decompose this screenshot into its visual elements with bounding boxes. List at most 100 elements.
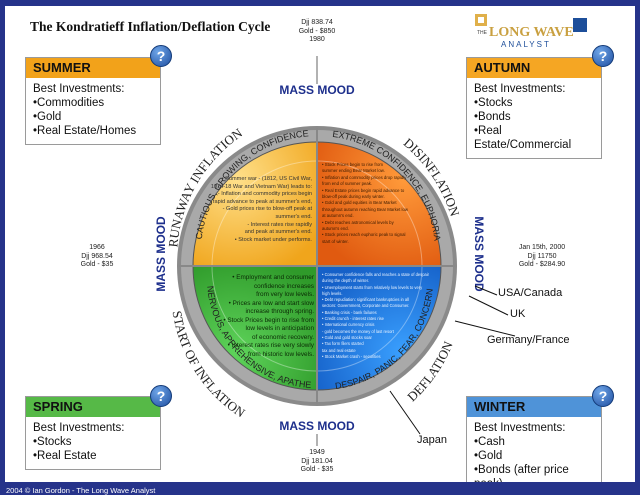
mass-mood-left: MASS MOOD xyxy=(154,216,168,292)
winter-note: • Stock Market crash - securities xyxy=(322,353,381,359)
summer-quadrant xyxy=(193,142,317,266)
summer-title: SUMMER xyxy=(26,58,160,78)
spring-note: • Employment and consumer xyxy=(232,274,314,281)
winter-note: • Gold and gold stocks soar xyxy=(322,334,372,340)
top-marker: Djj 838.74 Gold - $850 1980 xyxy=(287,19,347,45)
summer-item: Real Estate/Homes xyxy=(33,124,153,138)
summer-note: and peak at summer's end. xyxy=(244,229,312,236)
spring-quadrant-text: • Employment and consumer confidence inc… xyxy=(204,274,314,359)
winter-title: WINTER xyxy=(467,397,601,417)
country-japan: Japan xyxy=(417,434,447,446)
winter-note: during the depth of winter. xyxy=(322,278,370,284)
right-marker-line: Jan 15th, 2000 xyxy=(518,244,566,251)
spring-note: low levels in anticipation xyxy=(245,325,314,332)
spring-box: SPRING Best Investments: Stocks Real Est… xyxy=(25,396,161,470)
page-title: The Kondratieff Inflation/Deflation Cycl… xyxy=(30,19,271,34)
logo-analyst: ANALYST xyxy=(501,40,551,49)
spring-item: Real Estate xyxy=(33,449,153,463)
winter-note: • Banking crisis - bank failures xyxy=(322,309,377,315)
winter-note: sectors: Government, Corporate and Consu… xyxy=(322,303,410,309)
left-marker-line: 1966 xyxy=(89,244,105,251)
winter-box: WINTER Best Investments: Cash Gold Bonds… xyxy=(466,396,602,482)
country-uk: UK xyxy=(510,308,526,320)
summer-quadrant-text: • Summer war - (1812, US Civil War, 1914… xyxy=(210,176,312,244)
summer-heading: Best Investments: xyxy=(33,83,125,95)
top-marker-line: Gold - $850 xyxy=(298,27,336,35)
autumn-note: • Debt reaches astronomical levels by xyxy=(322,219,394,225)
mass-mood-top: MASS MOOD xyxy=(279,83,355,97)
summer-note: rapid advance to peak at summer's end, xyxy=(212,198,312,205)
autumn-note: throughout autumn reaching Bear Market l… xyxy=(322,206,408,212)
summer-box: SUMMER Best Investments: Commodities Gol… xyxy=(25,57,161,145)
left-marker: 1966 Djj 968.54 Gold - $35 xyxy=(67,244,127,270)
diagram-canvas: The Kondratieff Inflation/Deflation Cycl… xyxy=(5,6,635,482)
winter-note: • Unemployment starts from relatively lo… xyxy=(322,284,423,290)
autumn-item: Bonds xyxy=(474,110,594,124)
winter-quadrant-text: • Consumer confidence falls and reaches … xyxy=(322,272,434,360)
spring-note: increase through spring. xyxy=(245,308,314,315)
right-marker: Jan 15th, 2000 Djj 11750 Gold - $284.90 xyxy=(507,244,577,270)
autumn-note: • Real Estate prices begin rapid advance… xyxy=(322,187,405,193)
autumn-box: AUTUMN Best Investments: Stocks Bonds Re… xyxy=(466,57,602,159)
summer-note: - Interest rates rise rapidly xyxy=(247,221,312,228)
summer-item: Commodities xyxy=(33,96,153,110)
winter-note: • Credit crunch - interest rates rise xyxy=(322,316,384,322)
autumn-quadrant-text: • Stock Prices begin to rise from summer… xyxy=(322,162,432,245)
spring-title: SPRING xyxy=(26,397,160,417)
spring-note: confidence increases xyxy=(253,282,314,290)
mass-mood-right: MASS MOOD xyxy=(472,216,486,292)
spring-item: Stocks xyxy=(33,435,153,449)
winter-item: Cash xyxy=(474,435,594,449)
right-marker-line: Gold - $284.90 xyxy=(518,261,566,268)
winter-item: Gold xyxy=(474,449,594,463)
cycle-diagram: RUNAWAY INFLATION DISINFLATION START OF … xyxy=(5,6,516,446)
summer-note: 1914-18 War and Vietnam War) leads to: xyxy=(210,183,312,190)
top-marker-line: Djj 838.74 xyxy=(301,19,333,26)
spring-note: • Prices are low and start slow xyxy=(228,299,314,307)
summer-item: Gold xyxy=(33,110,153,124)
autumn-title: AUTUMN xyxy=(467,58,601,78)
winter-item: Bonds (after price peak) xyxy=(474,463,594,482)
bottom-marker-line: Gold - $35 xyxy=(300,466,334,473)
spring-note: • Interest rates rise very slowly xyxy=(227,342,314,349)
autumn-note: • Stock prices reach euphoric peak to si… xyxy=(322,232,406,238)
autumn-note: • Gold and gold equities in Bear Market xyxy=(322,200,397,206)
summer-note: - Gold prices rise to blow-off peak at xyxy=(222,206,312,213)
top-marker-line: 1980 xyxy=(309,36,325,43)
summer-help-icon[interactable]: ? xyxy=(150,45,172,67)
autumn-note: from end of summer peak. xyxy=(322,181,373,187)
spring-note: of economic recovery. xyxy=(251,333,314,341)
autumn-note: summer ending Bear Market low. xyxy=(322,168,385,174)
winter-note: high levels. xyxy=(322,290,343,296)
bottom-marker: 1949 Djj 181.04 Gold - $35 xyxy=(287,449,347,475)
country-germany-france: Germany/France xyxy=(487,334,570,346)
spring-heading: Best Investments: xyxy=(33,422,125,434)
autumn-heading: Best Investments: xyxy=(474,83,566,95)
long-wave-analyst-logo: THE LONG WAVE ANALYST xyxy=(475,14,587,49)
winter-note: - gold becomes the money of last resort xyxy=(322,328,394,334)
logo-long-wave: LONG WAVE xyxy=(489,25,574,40)
autumn-help-icon[interactable]: ? xyxy=(592,45,614,67)
autumn-note: • Stock Prices begin to rise from xyxy=(322,162,383,167)
autumn-note: blow-off peak during early winter. xyxy=(322,194,385,200)
summer-note: • Stock market under performs. xyxy=(234,236,312,243)
autumn-quadrant xyxy=(317,142,441,266)
autumn-note: • Inflation and commodity prices drop ra… xyxy=(322,174,407,180)
footer-copyright: 2004 © Ian Gordon - The Long Wave Analys… xyxy=(6,486,156,495)
right-marker-line: Djj 11750 xyxy=(527,252,557,260)
summer-note: - Inflation and commodity prices begin xyxy=(217,191,312,198)
autumn-item: Real Estate/Commercial xyxy=(474,124,594,152)
country-usa-canada: USA/Canada xyxy=(498,287,563,299)
summer-note: • Summer war - (1812, US Civil War, xyxy=(221,176,312,182)
winter-note: • Debt repudiation: significant bankrupt… xyxy=(322,297,409,303)
left-marker-line: Djj 968.54 xyxy=(81,252,113,260)
autumn-note: start of winter. xyxy=(322,238,349,244)
winter-quadrant xyxy=(317,266,441,390)
spring-note: • Stock Prices begin to rise from xyxy=(223,316,314,324)
spring-help-icon[interactable]: ? xyxy=(150,385,172,407)
winter-heading: Best Investments: xyxy=(474,422,566,434)
autumn-note: at autumn's end. xyxy=(322,213,354,219)
autumn-item: Stocks xyxy=(474,96,594,110)
winter-help-icon[interactable]: ? xyxy=(592,385,614,407)
winter-note: • International currency crisis xyxy=(322,322,375,328)
